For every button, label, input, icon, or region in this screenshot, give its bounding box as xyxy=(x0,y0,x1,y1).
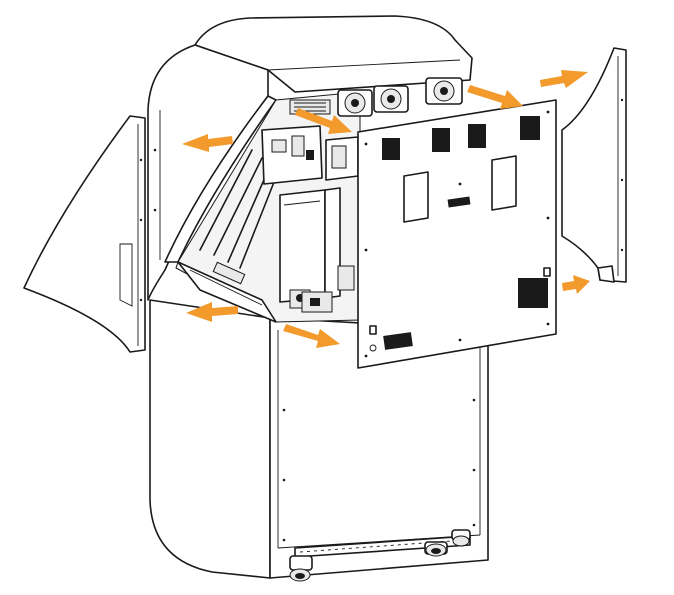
left-lower-panel-out-arrow xyxy=(186,302,238,322)
left-side-panel xyxy=(23,115,146,353)
rear-panel-vent-lower-right xyxy=(518,278,548,308)
right-side-panel-out-arrow-mid xyxy=(540,70,588,88)
rear-panel-vent-2 xyxy=(432,128,450,152)
right-side-panel xyxy=(561,47,627,283)
left-side-panel-out-arrow xyxy=(182,134,233,152)
right-side-panel-out-arrow-top xyxy=(467,85,523,109)
power-supply-module xyxy=(279,187,341,309)
rear-panel-vent-3 xyxy=(468,124,486,148)
right-side-panel-out-arrow-bottom xyxy=(562,275,590,294)
rear-panel-window-left xyxy=(403,171,429,223)
rear-panel-vent-1 xyxy=(382,138,400,160)
interior-components xyxy=(175,91,361,323)
caster-front-left xyxy=(289,555,313,582)
fan-right xyxy=(425,77,463,105)
rear-panel xyxy=(357,99,557,369)
rear-panel-window-right xyxy=(491,155,517,211)
control-board xyxy=(261,125,359,185)
caster-wheels xyxy=(289,529,471,582)
rear-panel-out-arrow-bottom xyxy=(283,324,340,348)
upper-housing xyxy=(147,15,473,301)
rear-panel-out-arrow-top xyxy=(295,108,352,134)
fan-middle xyxy=(373,85,409,113)
caster-front-right xyxy=(424,541,448,557)
rear-panel-vent-4 xyxy=(520,116,540,140)
removal-arrows xyxy=(182,70,590,348)
caster-back-right xyxy=(451,529,471,547)
rear-panel-vent-lower-left xyxy=(383,332,413,350)
fan-left xyxy=(337,89,373,117)
